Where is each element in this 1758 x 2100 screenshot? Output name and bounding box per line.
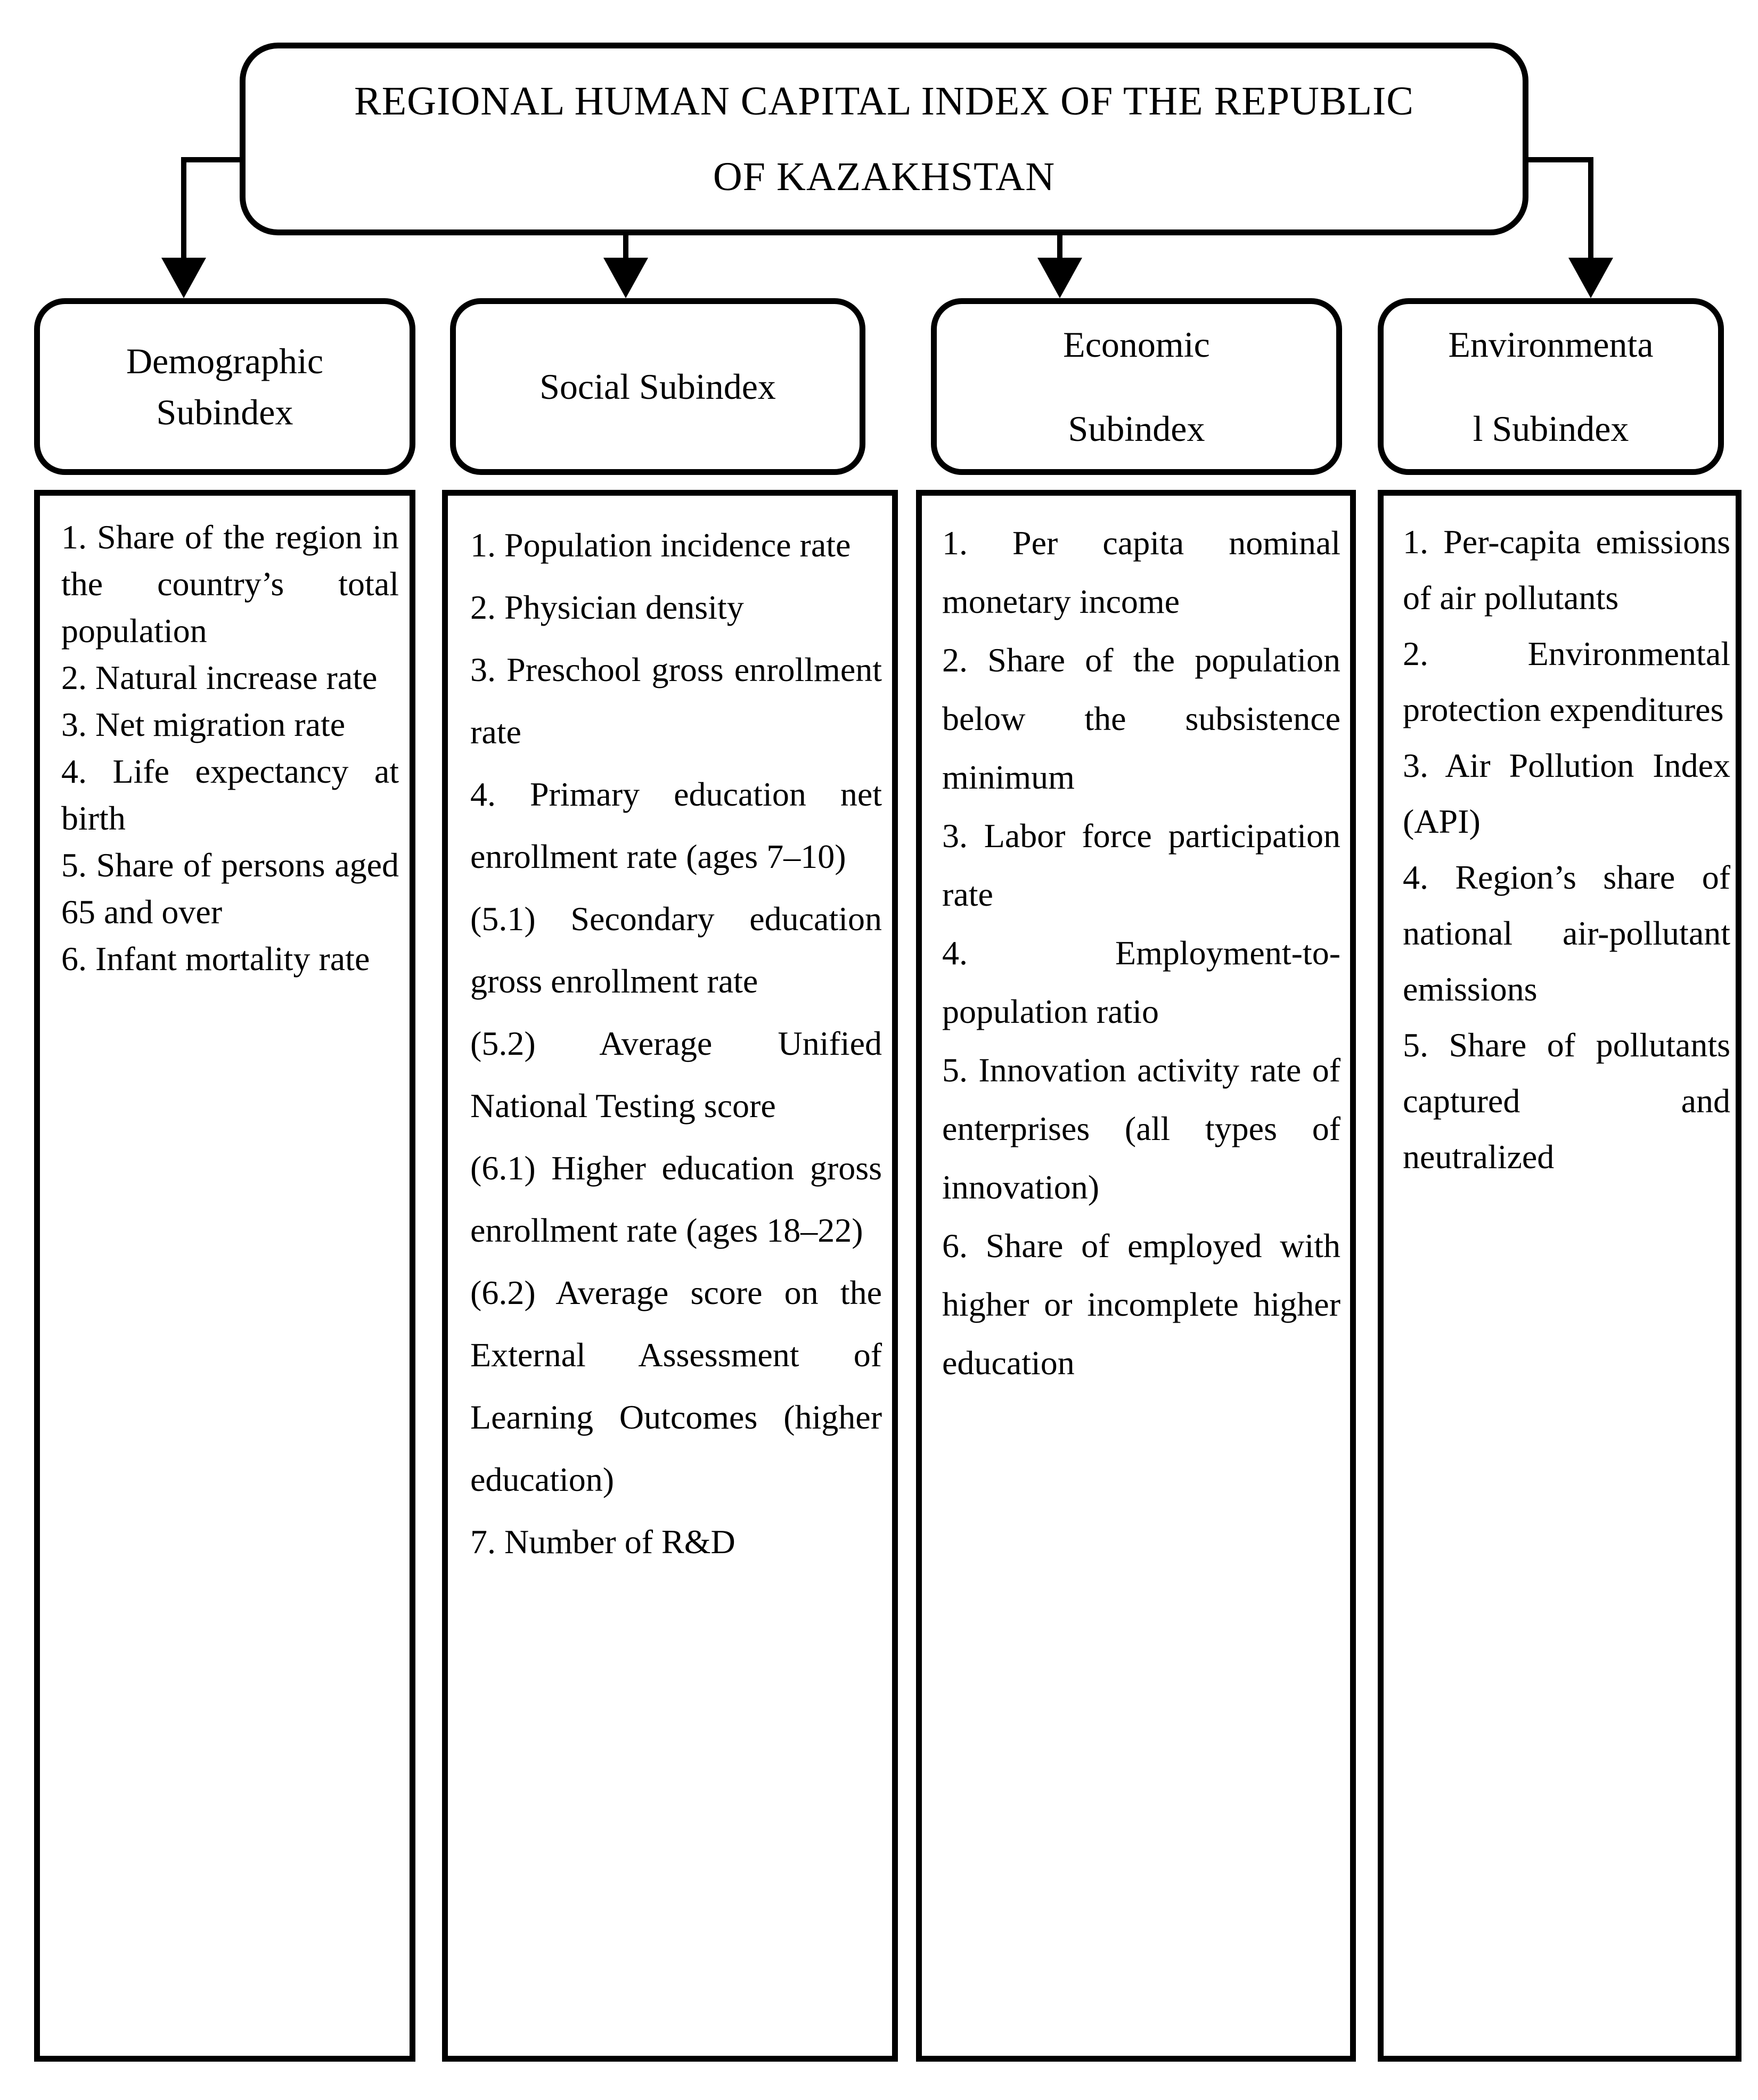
header-social-subindex: Social Subindex [450, 298, 865, 475]
indicator-item: 1. Population incidence rate [470, 526, 851, 564]
connector-left-vertical [181, 157, 186, 259]
indicator-item: 7. Number of R&D [470, 1523, 735, 1561]
indicator-item: 3. Net migration rate [61, 706, 346, 743]
indicator-item: 3. Air Pollution Index (API) [1403, 747, 1730, 840]
title-line-1: REGIONAL HUMAN CAPITAL INDEX OF THE REPU… [354, 79, 1414, 124]
indicator-item: 4. Employment-to-population ratio [942, 934, 1340, 1030]
indicator-item: 3. Labor force participation rate [942, 817, 1340, 913]
title-line-2: OF KAZAKHSTAN [713, 154, 1056, 199]
title-box: REGIONAL HUMAN CAPITAL INDEX OF THE REPU… [240, 43, 1528, 235]
indicator-item: 6. Share of employed with higher or inco… [942, 1227, 1340, 1382]
header-label-line: Subindex [1068, 408, 1205, 449]
indicator-item: 1. Per-capita emissions of air pollutant… [1403, 523, 1730, 617]
down-arrowhead-environmental-icon [1568, 258, 1613, 298]
header-economic-subindex: Economic Subindex [931, 298, 1342, 475]
indicator-item: 5. Innovation activity rate of enterpris… [942, 1051, 1340, 1206]
indicator-item: (6.1) Higher education gross enrollment … [470, 1149, 882, 1249]
list-environmental-indicators: 1. Per-capita emissions of air pollutant… [1378, 490, 1741, 2062]
indicator-item: 1. Share of the region in the country’s … [61, 518, 399, 650]
header-label-line: Social Subindex [539, 366, 776, 407]
indicator-item: 5. Share of persons aged 65 and over [61, 846, 399, 931]
indicator-item: 2. Physician density [470, 588, 744, 626]
connector-right-vertical [1588, 157, 1593, 259]
header-label-line: l Subindex [1473, 408, 1629, 449]
header-demographic-subindex: Demographic Subindex [34, 298, 415, 475]
indicator-item: 2. Natural increase rate [61, 659, 378, 696]
indicator-item: (6.2) Average score on the External Asse… [470, 1274, 882, 1498]
header-environmental-subindex: Environmenta l Subindex [1378, 298, 1724, 475]
connector-left-horizontal [184, 157, 243, 162]
indicator-item: (5.1) Secondary education gross enrollme… [470, 900, 882, 1000]
indicator-item: 6. Infant mortality rate [61, 940, 370, 978]
connector-economic-vertical [1057, 234, 1062, 261]
connector-social-vertical [623, 234, 628, 261]
header-label-line: Demographic [126, 341, 324, 381]
header-label-line: Environmenta [1448, 324, 1654, 365]
indicator-item: 2. Share of the population below the sub… [942, 641, 1340, 796]
list-demographic-indicators: 1. Share of the region in the country’s … [34, 490, 415, 2062]
header-label-line: Subindex [156, 392, 293, 432]
indicator-item: 1. Per capita nominal monetary income [942, 524, 1340, 620]
connector-right-horizontal [1524, 157, 1593, 162]
indicator-item: 4. Region’s share of national air-pollut… [1403, 858, 1730, 1008]
down-arrowhead-demographic-icon [161, 258, 206, 298]
indicator-item: 4. Life expectancy at birth [61, 752, 399, 837]
list-social-indicators: 1. Population incidence rate 2. Physicia… [442, 490, 898, 2062]
indicator-item: 4. Primary education net enrollment rate… [470, 775, 882, 875]
indicator-item: 2. Environmental protection expenditures [1403, 635, 1730, 728]
list-economic-indicators: 1. Per capita nominal monetary income 2.… [916, 490, 1356, 2062]
header-label-line: Economic [1063, 324, 1210, 365]
indicator-item: (5.2) Average Unified National Testing s… [470, 1024, 882, 1125]
down-arrowhead-social-icon [603, 258, 648, 298]
down-arrowhead-economic-icon [1037, 258, 1082, 298]
indicator-item: 5. Share of pollutants captured and neut… [1403, 1026, 1730, 1176]
indicator-item: 3. Preschool gross enrollment rate [470, 651, 882, 751]
